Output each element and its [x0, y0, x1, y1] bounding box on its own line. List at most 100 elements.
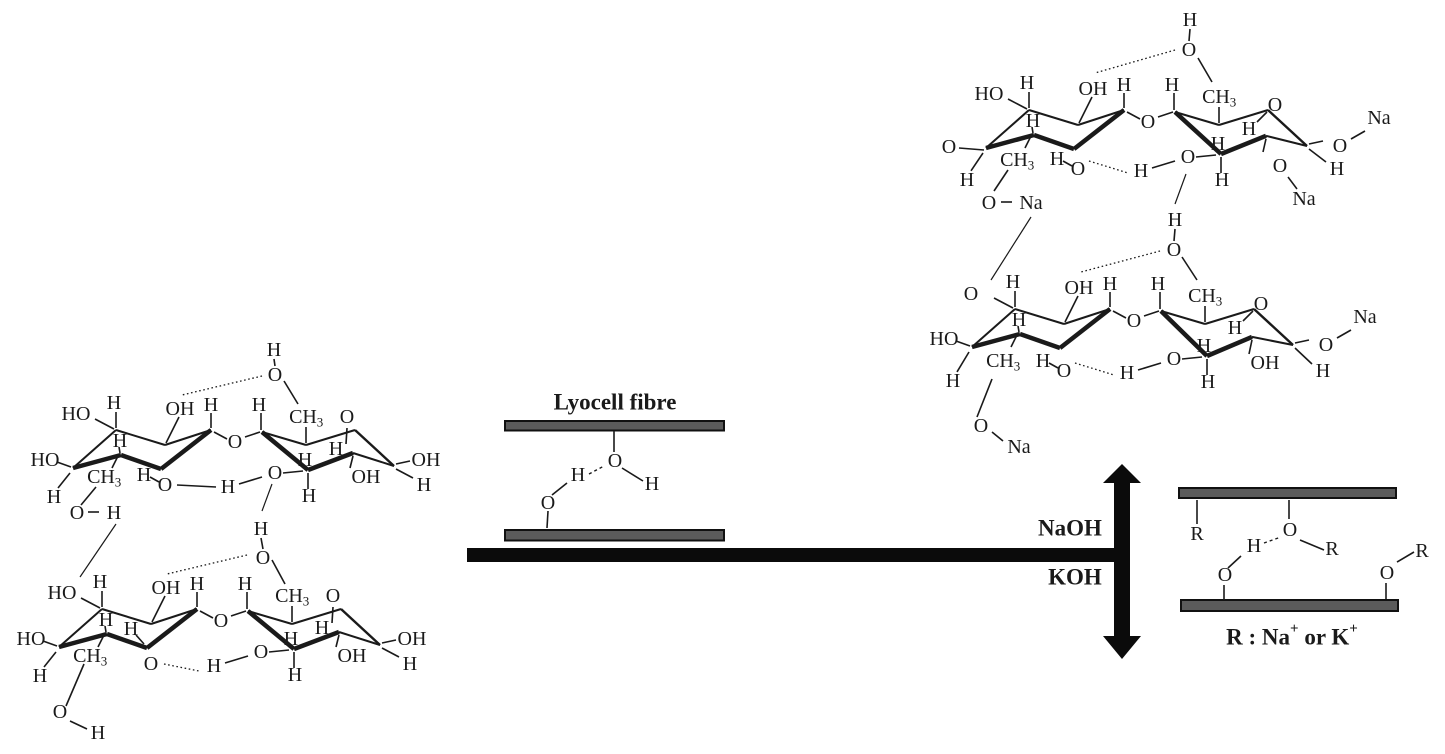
svg-text:H: H [99, 609, 113, 631]
svg-text:O: O [256, 547, 270, 569]
svg-text:OH: OH [338, 645, 367, 667]
svg-text:O: O [1167, 239, 1181, 261]
svg-text:O: O [974, 415, 988, 437]
svg-text:H: H [946, 370, 960, 392]
svg-text:H: H [93, 571, 107, 593]
svg-text:H: H [107, 502, 121, 524]
svg-text:OH: OH [1079, 78, 1108, 100]
svg-text:H: H [1165, 74, 1179, 96]
svg-text:O: O [1333, 135, 1347, 157]
svg-text:O: O [228, 431, 242, 453]
svg-text:3: 3 [101, 654, 108, 669]
svg-text:H: H [1020, 72, 1034, 94]
svg-text:O: O [1254, 293, 1268, 315]
svg-text:H: H [1168, 209, 1182, 231]
svg-text:H: H [267, 339, 281, 361]
svg-text:H: H [137, 464, 151, 486]
svg-text:H: H [1247, 535, 1261, 557]
svg-text:H: H [1120, 362, 1134, 384]
svg-text:KOH: KOH [1048, 565, 1102, 590]
svg-text:Na: Na [1353, 306, 1376, 328]
svg-text:3: 3 [1230, 95, 1237, 110]
svg-text:H: H [221, 476, 235, 498]
svg-text:OH: OH [1065, 277, 1094, 299]
svg-text:H: H [960, 169, 974, 191]
svg-text:R: R [1415, 540, 1429, 562]
svg-text:OH: OH [166, 398, 195, 420]
svg-text:O: O [1127, 310, 1141, 332]
svg-text:O: O [1268, 94, 1282, 116]
svg-text:O: O [70, 502, 84, 524]
svg-text:H: H [204, 394, 218, 416]
svg-text:Na: Na [1367, 107, 1390, 129]
svg-text:OH: OH [1251, 352, 1280, 374]
svg-text:O: O [158, 474, 172, 496]
svg-text:H: H [1006, 271, 1020, 293]
svg-text:3: 3 [317, 415, 324, 430]
svg-text:HO: HO [17, 628, 46, 650]
svg-text:H: H [47, 486, 61, 508]
svg-text:O: O [340, 406, 354, 428]
svg-text:HO: HO [48, 582, 77, 604]
svg-text:H: H [207, 655, 221, 677]
svg-text:R: R [1190, 523, 1204, 545]
svg-text:CH: CH [275, 585, 303, 607]
svg-text:Na: Na [1019, 192, 1042, 214]
svg-text:H: H [571, 464, 585, 486]
svg-text:O: O [1071, 158, 1085, 180]
svg-text:O: O [1319, 334, 1333, 356]
svg-text:O: O [982, 192, 996, 214]
svg-text:HO: HO [62, 403, 91, 425]
svg-text:H: H [113, 430, 127, 452]
svg-text:H: H [1228, 317, 1242, 339]
svg-text:O: O [1283, 519, 1297, 541]
svg-text:H: H [1316, 360, 1330, 382]
svg-text:O: O [1057, 360, 1071, 382]
svg-text:H: H [1134, 160, 1148, 182]
svg-text:O: O [541, 492, 555, 514]
svg-text:Lyocell fibre: Lyocell fibre [554, 390, 677, 415]
svg-text:HO: HO [975, 83, 1004, 105]
svg-text:H: H [1183, 9, 1197, 31]
svg-text:O: O [608, 450, 622, 472]
svg-text:H: H [298, 449, 312, 471]
svg-text:H: H [1197, 335, 1211, 357]
svg-text:H: H [288, 664, 302, 686]
svg-text:O: O [1218, 564, 1232, 586]
svg-text:H: H [1103, 273, 1117, 295]
svg-text:H: H [1012, 309, 1026, 331]
svg-text:O: O [1181, 146, 1195, 168]
svg-text:CH: CH [73, 645, 101, 667]
svg-text:O: O [254, 641, 268, 663]
svg-text:CH: CH [289, 406, 317, 428]
svg-text:CH: CH [1188, 285, 1216, 307]
svg-text:O: O [964, 283, 978, 305]
svg-text:H: H [329, 438, 343, 460]
svg-text:H: H [315, 617, 329, 639]
svg-text:O: O [326, 585, 340, 607]
svg-text:3: 3 [1216, 294, 1223, 309]
svg-text:H: H [1050, 148, 1064, 170]
svg-text:H: H [1242, 118, 1256, 140]
svg-text:O: O [268, 462, 282, 484]
svg-text:H: H [1330, 158, 1344, 180]
svg-text:NaOH: NaOH [1038, 516, 1102, 541]
svg-text:HO: HO [930, 328, 959, 350]
svg-text:OH: OH [352, 466, 381, 488]
svg-text:3: 3 [303, 594, 310, 609]
svg-text:OH: OH [152, 577, 181, 599]
svg-text:Na: Na [1292, 188, 1315, 210]
svg-text:3: 3 [115, 475, 122, 490]
svg-text:H: H [124, 618, 138, 640]
svg-text:H: H [1215, 169, 1229, 191]
svg-text:H: H [1201, 371, 1215, 393]
svg-text:H: H [284, 628, 298, 650]
svg-text:H: H [190, 573, 204, 595]
svg-text:H: H [1211, 133, 1225, 155]
svg-text:H: H [645, 473, 659, 495]
svg-text:O: O [942, 136, 956, 158]
svg-text:O: O [1273, 155, 1287, 177]
svg-text:H: H [417, 474, 431, 496]
svg-text:R: R [1325, 538, 1339, 560]
svg-text:H: H [1036, 350, 1050, 372]
